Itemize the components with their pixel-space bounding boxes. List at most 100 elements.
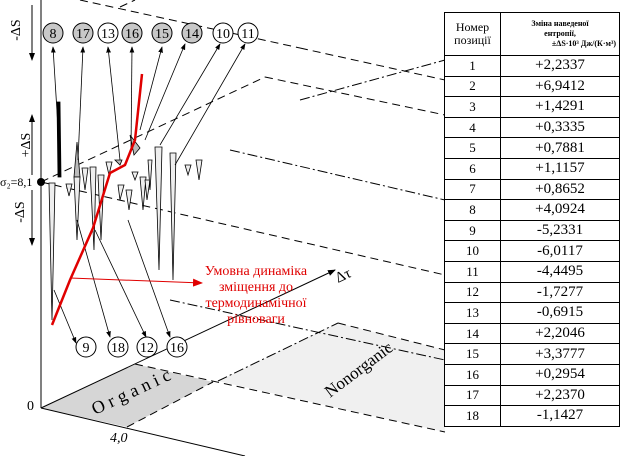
value-cell: -1,1427 bbox=[500, 405, 620, 427]
table-row: 17+2,2370 bbox=[444, 384, 620, 407]
marker-label: 12 bbox=[140, 341, 154, 356]
marker-label: 9 bbox=[83, 341, 90, 356]
value-cell: +1,1157 bbox=[500, 157, 620, 180]
marker-label: 13 bbox=[101, 27, 115, 42]
marker-12: 12 bbox=[136, 336, 158, 358]
marker-circle bbox=[212, 22, 234, 44]
value-cell: +0,7881 bbox=[500, 137, 620, 159]
annotation-arrow bbox=[69, 277, 203, 287]
marker-circle bbox=[107, 336, 129, 358]
marker-11: 11 bbox=[237, 22, 259, 44]
position-cell: 16 bbox=[444, 363, 501, 386]
position-cell: 6 bbox=[444, 157, 501, 180]
value-cell: -0,6915 bbox=[500, 302, 620, 324]
value-cell: +6,9412 bbox=[500, 75, 620, 98]
marker-circle bbox=[121, 22, 143, 44]
position-cell: 9 bbox=[444, 219, 501, 242]
annotation-line: зміщення до bbox=[219, 280, 293, 295]
marker-label: 15 bbox=[155, 27, 169, 42]
marker-label: 17 bbox=[76, 27, 90, 42]
minus-ds-label: -ΔS bbox=[9, 19, 24, 40]
position-cell: 8 bbox=[444, 199, 501, 221]
table-row: 1+2,2337 bbox=[444, 55, 620, 77]
value-cell: +2,2337 bbox=[500, 55, 620, 77]
depth-axis bbox=[40, 407, 246, 456]
equilibrium-dynamics-line bbox=[50, 73, 144, 326]
plus-ds-label: +ΔS bbox=[19, 133, 34, 158]
position-cell: 3 bbox=[444, 96, 501, 118]
marker-circle bbox=[136, 336, 158, 358]
marker-label: 8 bbox=[50, 27, 57, 42]
table-row: 16+0,2954 bbox=[444, 363, 620, 386]
annotation-line: термодинамічної bbox=[205, 296, 306, 311]
value-cell: +0,8652 bbox=[500, 178, 620, 201]
value-cell: +3,3777 bbox=[500, 343, 620, 365]
marker-16: 16 bbox=[166, 336, 188, 358]
table-row: 13-0,6915 bbox=[444, 302, 620, 324]
position-cell: 14 bbox=[444, 322, 501, 345]
table-row: 9-5,2331 bbox=[444, 219, 620, 242]
nonorganic-region bbox=[218, 323, 445, 432]
table-row: 8+4,0924 bbox=[444, 199, 620, 221]
value-cell: +1,4291 bbox=[500, 96, 620, 118]
tau-axis bbox=[40, 269, 336, 409]
table-row: 3+1,4291 bbox=[444, 96, 620, 118]
value-cell: +2,2046 bbox=[500, 322, 620, 345]
value-cell: -1,7277 bbox=[500, 281, 620, 304]
position-cell: 4 bbox=[444, 116, 501, 139]
organic-region bbox=[41, 364, 213, 427]
table-row: 12-1,7277 bbox=[444, 281, 620, 304]
value-cell: -4,4495 bbox=[500, 260, 620, 283]
marker-circle bbox=[72, 22, 94, 44]
entropy-table: Номер позиції Зміна наведеної ентропії, … bbox=[444, 12, 620, 427]
table-row: 18-1,1427 bbox=[444, 405, 620, 427]
dashed-guides bbox=[40, 0, 446, 433]
annotation-line: рівноваги bbox=[227, 312, 285, 327]
position-cell: 17 bbox=[444, 384, 501, 407]
position-cell: 1 bbox=[444, 55, 501, 77]
marker-circle bbox=[97, 22, 119, 44]
marker-14: 14 bbox=[181, 22, 203, 44]
marker-circle bbox=[151, 22, 173, 44]
table-row: 5+0,7881 bbox=[444, 137, 620, 159]
table-row: 15+3,3777 bbox=[444, 343, 620, 365]
value-cell: +0,2954 bbox=[500, 363, 620, 386]
position-cell: 5 bbox=[444, 137, 501, 159]
position-cell: 13 bbox=[444, 302, 501, 324]
position-cell: 12 bbox=[444, 281, 501, 304]
header-value-line: ±ΔS·10³ Дж/(К·м³) bbox=[551, 39, 616, 48]
x-tick-label: 4,0 bbox=[110, 431, 128, 446]
table-row: 6+1,1157 bbox=[444, 157, 620, 180]
marker-label: 16 bbox=[170, 341, 184, 356]
table-row: 4+0,3335 bbox=[444, 116, 620, 139]
position-cell: 15 bbox=[444, 343, 501, 365]
position-cell: 18 bbox=[444, 405, 501, 427]
marker-label: 14 bbox=[185, 27, 199, 42]
marker-8: 8 bbox=[42, 22, 64, 44]
zero-label: 0 bbox=[27, 399, 34, 414]
marker-circle bbox=[237, 22, 259, 44]
value-cell: -5,2331 bbox=[500, 219, 620, 242]
marker-label: 18 bbox=[111, 341, 125, 356]
marker-circle bbox=[181, 22, 203, 44]
position-cell: 10 bbox=[444, 240, 501, 262]
marker-circle bbox=[75, 336, 97, 358]
marker-18: 18 bbox=[107, 336, 129, 358]
marker-circle bbox=[42, 22, 64, 44]
annotation: Умовна динаміка зміщення до термодинаміч… bbox=[205, 264, 308, 327]
table-row: 7+0,8652 bbox=[444, 178, 620, 201]
sigma-point bbox=[37, 178, 45, 186]
value-cell: -6,0117 bbox=[500, 240, 620, 262]
marker-circle bbox=[166, 336, 188, 358]
table-row: 11-4,4495 bbox=[444, 260, 620, 283]
marker-9: 9 bbox=[75, 336, 97, 358]
table-row: 10-6,0117 bbox=[444, 240, 620, 262]
header-value-line: Зміна наведеної bbox=[531, 19, 589, 28]
spikes bbox=[48, 101, 203, 321]
marker-13: 13 bbox=[97, 22, 119, 44]
marker-15: 15 bbox=[151, 22, 173, 44]
tau-label: Δτ bbox=[333, 265, 354, 286]
marker-label: 10 bbox=[216, 27, 230, 42]
